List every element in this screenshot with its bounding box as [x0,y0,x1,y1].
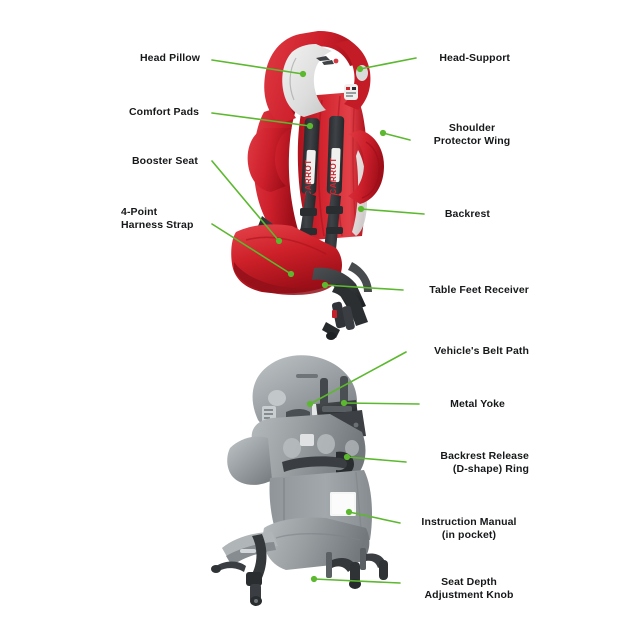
head-pillow [282,44,332,117]
leader-line-metal-yoke [343,402,420,405]
shoulder-wing-left [247,128,292,192]
harness-adjuster-left [300,208,317,216]
leader-dot-backrest [357,205,365,213]
leader-line-backrest [360,208,425,215]
leader-line-seat-depth-knob [313,578,401,584]
callout-label-table-feet: Table Feet Receiver [429,284,529,296]
leader-line-comfort-pads [211,112,311,127]
leader-line-harness-strap [211,223,292,275]
leader-lines [211,57,425,584]
leader-line-belt-path [309,351,407,405]
seat-depth-adjustment-knob [326,548,388,589]
leader-dot-seat-depth-knob [310,575,318,583]
head-support-label-marks [346,87,356,97]
leader-dot-belt-path [306,400,314,408]
leader-dot-head-pillow [299,70,307,78]
callout-label-head-pillow: Head Pillow [140,52,201,64]
receiver-release-button [332,310,337,318]
leader-dots [275,65,387,583]
comfort-pad-right: CARROT [326,115,345,195]
harness-adjuster-right [326,206,343,214]
headrest-disc [268,390,286,406]
callout-label-belt-path: Vehicle's Belt Path [434,345,529,357]
red-seat-illustration: CARROT CARROT [231,30,384,340]
leader-line-head-pillow [211,59,304,75]
lower-strap-assembly [211,534,267,606]
callout-label-metal-yoke: Metal Yoke [450,398,505,410]
callout-label-seat-depth-knob: Seat Depth Adjustment Knob [424,576,514,601]
callout-label-booster-seat: Booster Seat [132,155,198,167]
leader-line-table-feet [324,284,404,291]
leader-dot-instruction-manual [345,508,353,516]
upper-shell-label [300,434,314,446]
leader-dot-booster-seat [275,237,283,245]
callout-label-instruction-manual: Instruction Manual (in pocket) [421,516,517,541]
leader-line-shoulder-wing [382,132,411,141]
callout-label-shoulder-wing: Shoulder Protector Wing [433,122,511,147]
leader-dot-metal-yoke [340,399,348,407]
leader-dot-harness-strap [287,270,295,278]
leader-dot-shoulder-wing [379,129,387,137]
callout-label-backrest-release: Backrest Release (D-shape) Ring [440,450,529,475]
leader-line-backrest-release [346,456,407,463]
leader-line-booster-seat [211,160,280,242]
head-support-right-wing [334,40,371,110]
gray-side-wing [227,436,272,485]
leader-line-instruction-manual [348,511,401,524]
leader-line-head-support [359,57,417,70]
headrest-vent [296,374,318,378]
leader-dot-head-support [356,65,364,73]
callout-label-comfort-pads: Comfort Pads [129,106,200,118]
gray-seat-illustration [211,355,388,606]
comfort-pad-left: CARROT [301,117,320,197]
svg-text:CARROT: CARROT [304,159,313,196]
seat-pan [262,517,370,570]
leader-dot-backrest-release [343,453,351,461]
callout-label-harness-strap: 4-Point Harness Strap [121,206,194,231]
brand-wing-logo [316,56,339,65]
svg-text:CARROT: CARROT [329,157,338,194]
head-support-shell [264,30,366,124]
leader-dot-comfort-pads [306,122,314,130]
table-feet-receiver [312,267,368,340]
callout-label-head-support: Head-Support [439,52,510,64]
leader-dot-table-feet [321,281,329,289]
callout-label-backrest: Backrest [444,208,490,220]
